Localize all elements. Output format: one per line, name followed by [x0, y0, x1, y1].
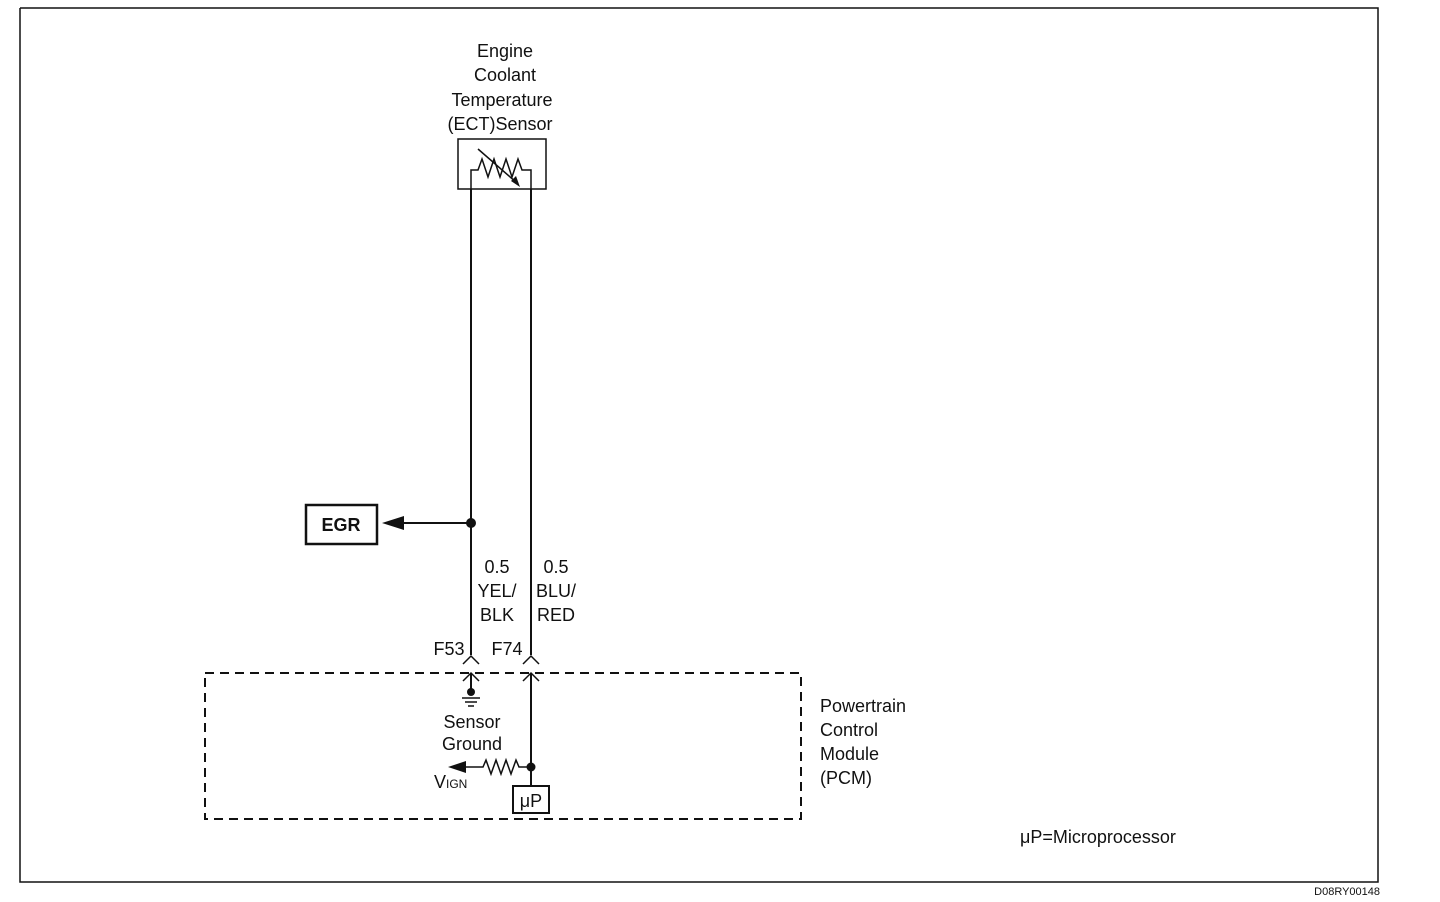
wire-1-color-line-1: YEL/ — [477, 581, 516, 601]
sensor-label-line-4: (ECT)Sensor — [447, 114, 552, 134]
pcm-label-line-2: Control — [820, 720, 878, 740]
sensor-label-line-2: Coolant — [474, 65, 536, 85]
egr-box — [304, 503, 379, 546]
sensor-label-line-1: Engine — [477, 41, 533, 61]
figure-code: D08RY00148 — [1314, 886, 1380, 898]
sensor-ground-label-line-2: Ground — [442, 734, 502, 754]
pin-label-f74: F74 — [491, 639, 522, 659]
pcm-label-line-1: Powertrain — [820, 696, 906, 716]
wire-2-gauge: 0.5 — [543, 557, 568, 577]
ect-sensor-icon — [457, 138, 547, 190]
egr-label: EGR — [321, 515, 360, 535]
diagram-border — [19, 7, 1379, 883]
microprocessor-box — [512, 785, 550, 814]
egr-arrow-icon — [382, 516, 404, 530]
vign-arrow-icon — [448, 761, 466, 773]
pcm-box — [204, 672, 802, 820]
wire-1-gauge: 0.5 — [484, 557, 509, 577]
pullup-resistor-icon — [465, 757, 531, 777]
wire-1-color-line-2: BLK — [480, 605, 514, 625]
sensor-ground-icon — [462, 673, 480, 707]
microprocessor-legend: μP=Microprocessor — [1020, 827, 1176, 847]
pin-label-f53: F53 — [433, 639, 464, 659]
microprocessor-label: μP — [520, 791, 542, 811]
wire-2-color-line-2: RED — [537, 605, 575, 625]
pcm-label-line-4: (PCM) — [820, 768, 872, 788]
wire-2-color-line-1: BLU/ — [536, 581, 576, 601]
sensor-ground-label-line-1: Sensor — [443, 712, 500, 732]
sensor-label-line-3: Temperature — [451, 90, 552, 110]
pcm-label-line-3: Module — [820, 744, 879, 764]
vign-label: VIGN — [434, 772, 467, 792]
